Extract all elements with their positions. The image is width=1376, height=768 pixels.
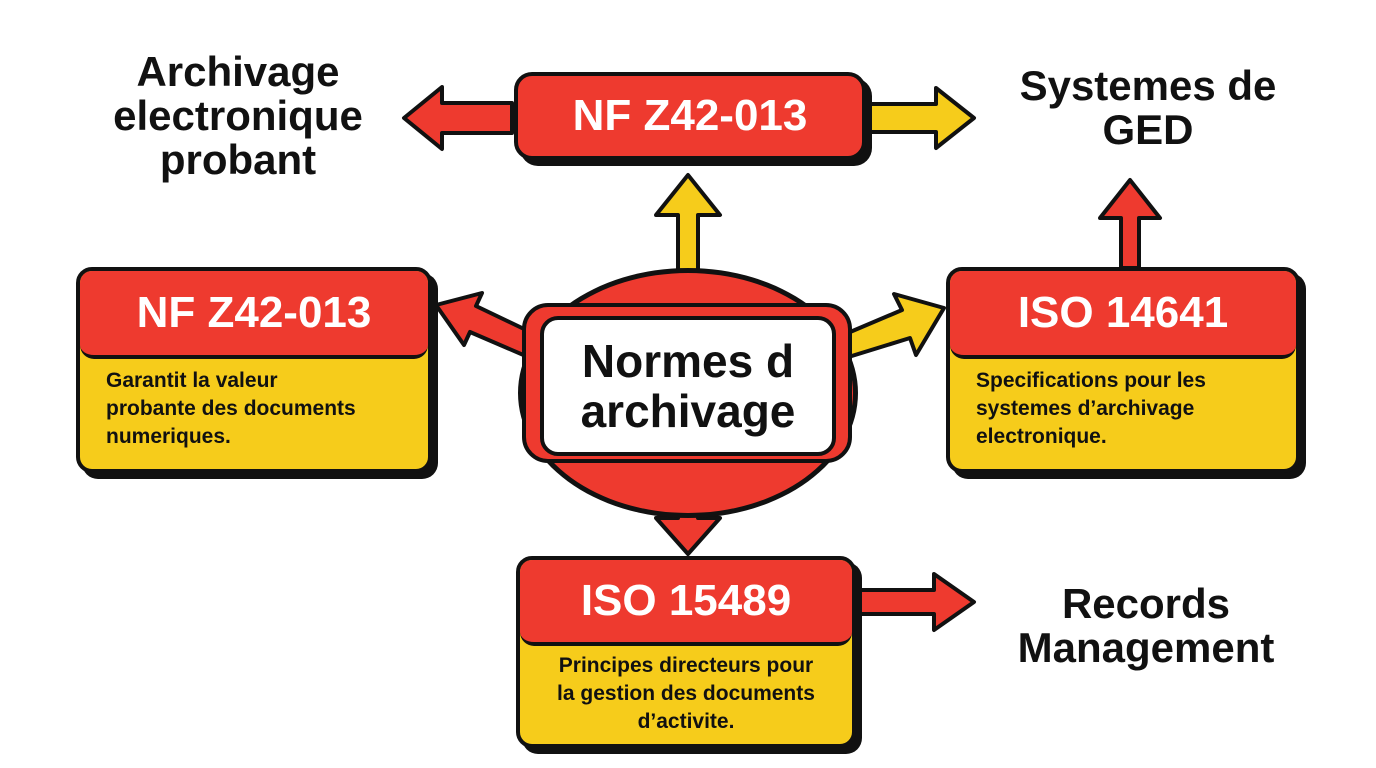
- card-iso-14641: ISO 14641 Specifications pour les system…: [946, 267, 1300, 473]
- top-node-label: NF Z42-013: [572, 91, 808, 140]
- label-records-management: Records Management: [1017, 580, 1275, 671]
- card-nf-z42-013-header: NF Z42-013: [80, 271, 428, 359]
- card-iso-14641-header: ISO 14641: [950, 271, 1296, 359]
- card-nf-z42-013-description: Garantit la valeur probante des document…: [106, 369, 356, 448]
- card-iso-14641-title: ISO 14641: [1017, 288, 1229, 337]
- arrow-center-to-right-card: [834, 292, 946, 361]
- card-nf-z42-013: NF Z42-013 Garantit la valeur probante d…: [76, 267, 432, 473]
- label-archivage-electronique-probant: Archivage electronique probant: [113, 48, 363, 183]
- card-nf-z42-013-title: NF Z42-013: [136, 288, 372, 337]
- card-iso-15489-title: ISO 15489: [580, 576, 792, 625]
- card-iso-15489: ISO 15489 Principes directeurs pour la g…: [516, 556, 856, 748]
- center-node: Normes d archivage: [540, 316, 836, 456]
- arrow-center-to-top-node: [654, 173, 722, 274]
- arrow-to-ged-label: [866, 86, 976, 150]
- top-node-nf-z42-013: NF Z42-013: [514, 72, 866, 160]
- arrow-to-records-label: [856, 572, 976, 632]
- arrow-right-card-to-ged-label: [1098, 178, 1162, 270]
- card-iso-14641-description: Specifications pour les systemes d’archi…: [976, 369, 1206, 448]
- center-node-title: Normes d archivage: [580, 335, 796, 437]
- card-iso-15489-description: Principes directeurs pour la gestion des…: [557, 654, 815, 733]
- label-systemes-de-ged: Systemes de GED: [1019, 62, 1277, 153]
- arrow-to-archivage-label: [402, 85, 514, 151]
- card-iso-15489-header: ISO 15489: [520, 560, 852, 646]
